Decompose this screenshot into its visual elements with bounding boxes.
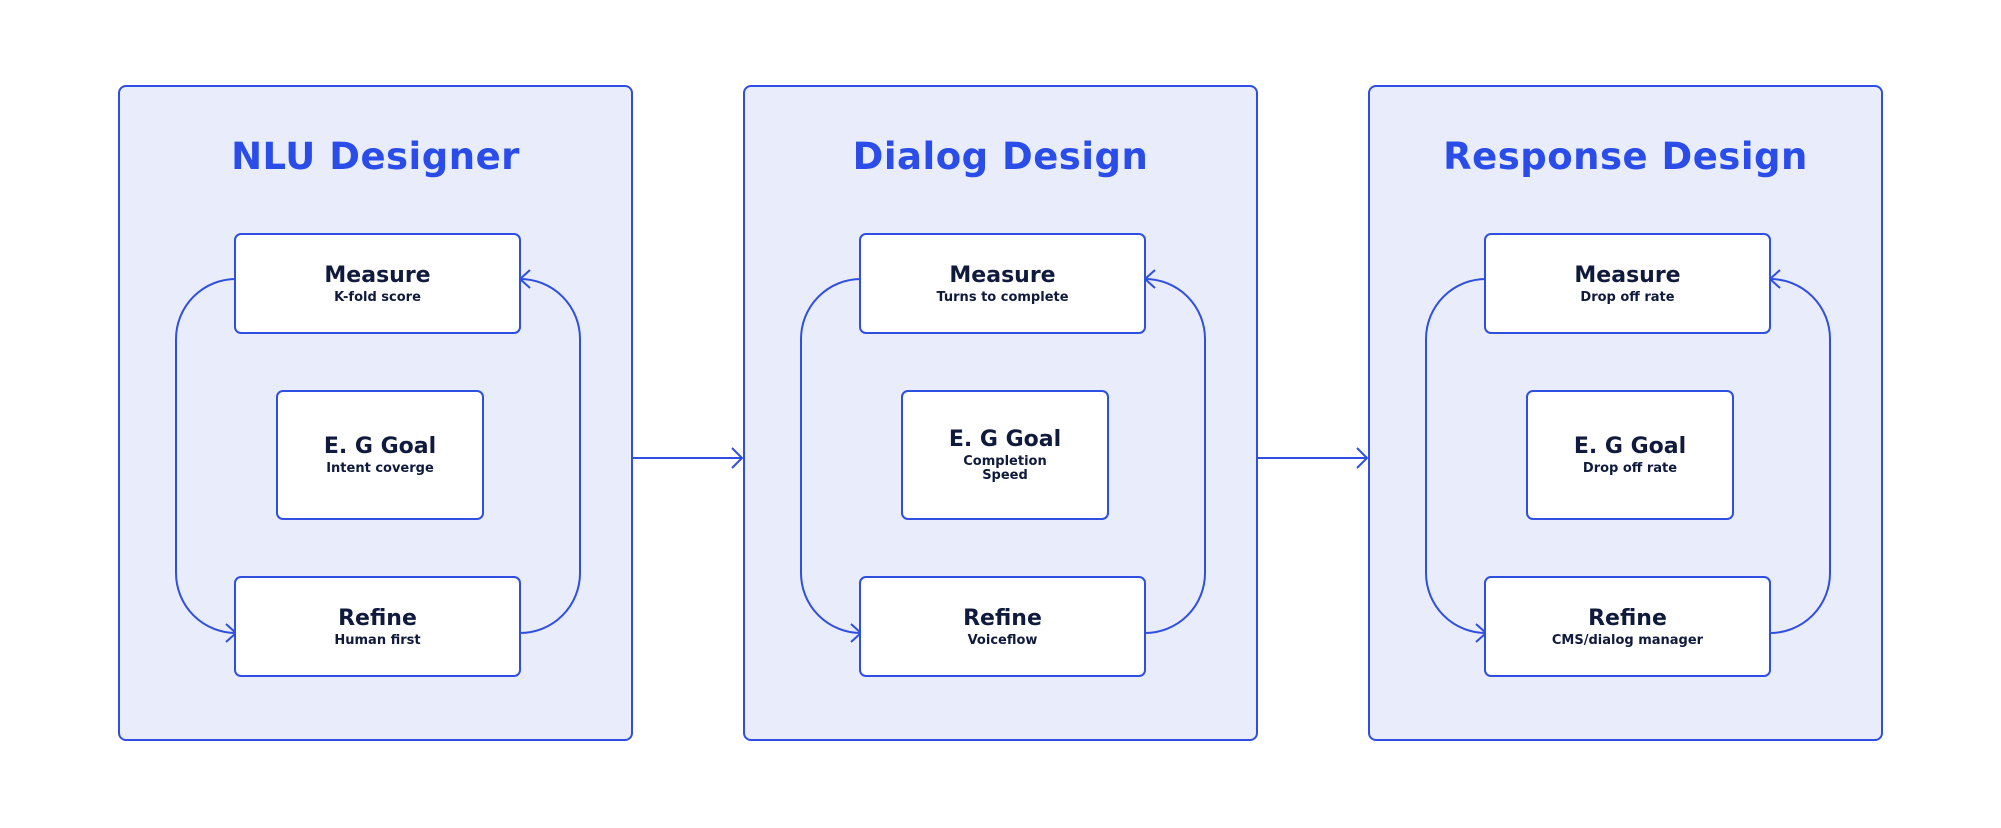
refine-box: Refine Human first (234, 576, 521, 677)
flow-arrow (633, 447, 744, 469)
goal-metric: Completion Speed (963, 454, 1047, 483)
refine-tool: Voiceflow (967, 632, 1038, 648)
refine-box: Refine CMS/dialog manager (1484, 576, 1771, 677)
refine-box: Refine Voiceflow (859, 576, 1146, 677)
refine-title: Refine (963, 605, 1042, 631)
refine-tool: Human first (334, 632, 421, 648)
goal-box: E. G Goal Intent coverge (276, 390, 484, 520)
goal-box: E. G Goal Completion Speed (901, 390, 1109, 520)
measure-box: Measure K-fold score (234, 233, 521, 334)
flow-arrow (1258, 447, 1369, 469)
refine-tool: CMS/dialog manager (1551, 632, 1704, 648)
measure-metric: Drop off rate (1580, 289, 1675, 305)
measure-metric: Turns to complete (936, 289, 1069, 305)
goal-title: E. G Goal (948, 427, 1062, 452)
measure-box: Measure Drop off rate (1484, 233, 1771, 334)
goal-metric: Intent coverge (326, 461, 434, 476)
measure-title: Measure (949, 262, 1056, 288)
panel-dialog-design: Dialog Design Measure Turns to complete … (743, 85, 1258, 741)
panel-title: Dialog Design (852, 135, 1149, 178)
measure-metric: K-fold score (334, 289, 421, 305)
measure-title: Measure (324, 262, 431, 288)
panel-response-design: Response Design Measure Drop off rate E.… (1368, 85, 1883, 741)
panel-title: Response Design (1443, 135, 1808, 178)
measure-title: Measure (1574, 262, 1681, 288)
measure-box: Measure Turns to complete (859, 233, 1146, 334)
panel-nlu-designer: NLU Designer Measure K-fold score E. G G… (118, 85, 633, 741)
goal-box: E. G Goal Drop off rate (1526, 390, 1734, 520)
goal-metric: Drop off rate (1582, 461, 1678, 476)
refine-title: Refine (338, 605, 417, 631)
refine-title: Refine (1588, 605, 1667, 631)
goal-title: E. G Goal (323, 434, 437, 459)
goal-title: E. G Goal (1573, 434, 1687, 459)
panel-title: NLU Designer (231, 135, 520, 178)
